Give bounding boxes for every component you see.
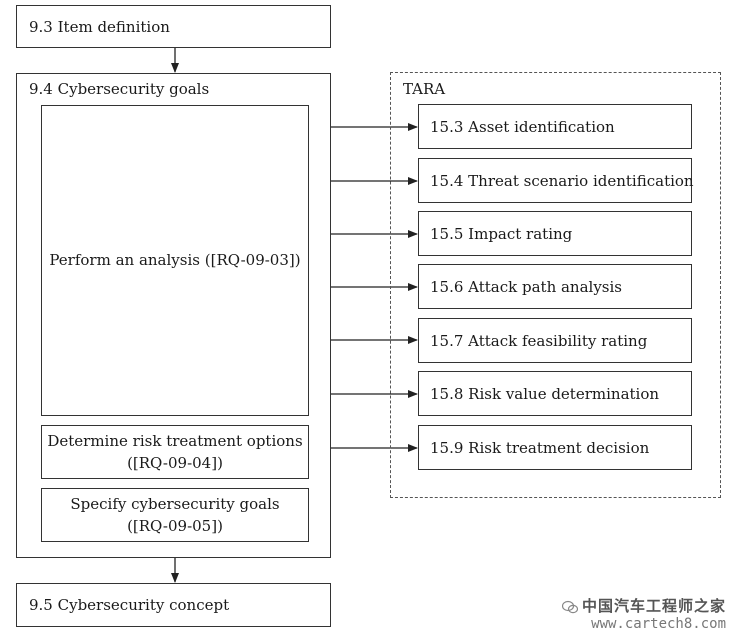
tara-step-label: 15.4 Threat scenario identification (430, 172, 694, 190)
cybersecurity-goals-title: 9.4 Cybersecurity goals (29, 80, 210, 98)
watermark-url: www.cartech8.com (591, 616, 726, 632)
tara-step-threat-scenario-identification: 15.4 Threat scenario identification (418, 158, 694, 203)
specify-goals-line1: Specify cybersecurity goals (70, 495, 280, 513)
tara-step-impact-rating: 15.5 Impact rating (418, 211, 692, 256)
specify-goals-line2: ([RQ-09-05]) (127, 517, 223, 535)
perform-analysis-box: Perform an analysis ([RQ-09-03]) (41, 105, 309, 416)
tara-step-risk-value-determination: 15.8 Risk value determination (418, 371, 692, 416)
tara-step-risk-treatment-decision: 15.9 Risk treatment decision (418, 425, 692, 470)
cybersecurity-concept-label: 9.5 Cybersecurity concept (29, 596, 230, 614)
watermark-text: 中国汽车工程师之家 (581, 597, 726, 615)
risk-treatment-options-line2: ([RQ-09-04]) (127, 454, 223, 472)
tara-step-label: 15.7 Attack feasibility rating (430, 332, 648, 350)
perform-analysis-label: Perform an analysis ([RQ-09-03]) (49, 251, 301, 269)
tara-step-attack-path-analysis: 15.6 Attack path analysis (418, 264, 692, 309)
tara-step-label: 15.3 Asset identification (430, 118, 615, 136)
tara-step-attack-feasibility-rating: 15.7 Attack feasibility rating (418, 318, 692, 363)
tara-title: TARA (403, 80, 446, 98)
specify-goals-box: Specify cybersecurity goals ([RQ-09-05]) (41, 488, 309, 542)
item-definition-box: 9.3 Item definition (16, 5, 331, 48)
risk-treatment-options-line1: Determine risk treatment options (47, 432, 303, 450)
tara-step-label: 15.5 Impact rating (430, 225, 573, 243)
wechat-icon (561, 600, 578, 613)
tara-step-label: 15.6 Attack path analysis (430, 278, 623, 296)
tara-step-label: 15.8 Risk value determination (430, 385, 660, 403)
tara-step-asset-identification: 15.3 Asset identification (418, 104, 692, 149)
risk-treatment-options-box: Determine risk treatment options ([RQ-09… (41, 425, 309, 479)
cybersecurity-concept-box: 9.5 Cybersecurity concept (16, 583, 331, 627)
watermark: 中国汽车工程师之家 www.cartech8.com (561, 595, 726, 632)
tara-step-label: 15.9 Risk treatment decision (430, 439, 650, 457)
tara-frame: TARA (390, 72, 721, 498)
watermark-line1: 中国汽车工程师之家 (561, 595, 726, 616)
item-definition-label: 9.3 Item definition (29, 18, 170, 36)
